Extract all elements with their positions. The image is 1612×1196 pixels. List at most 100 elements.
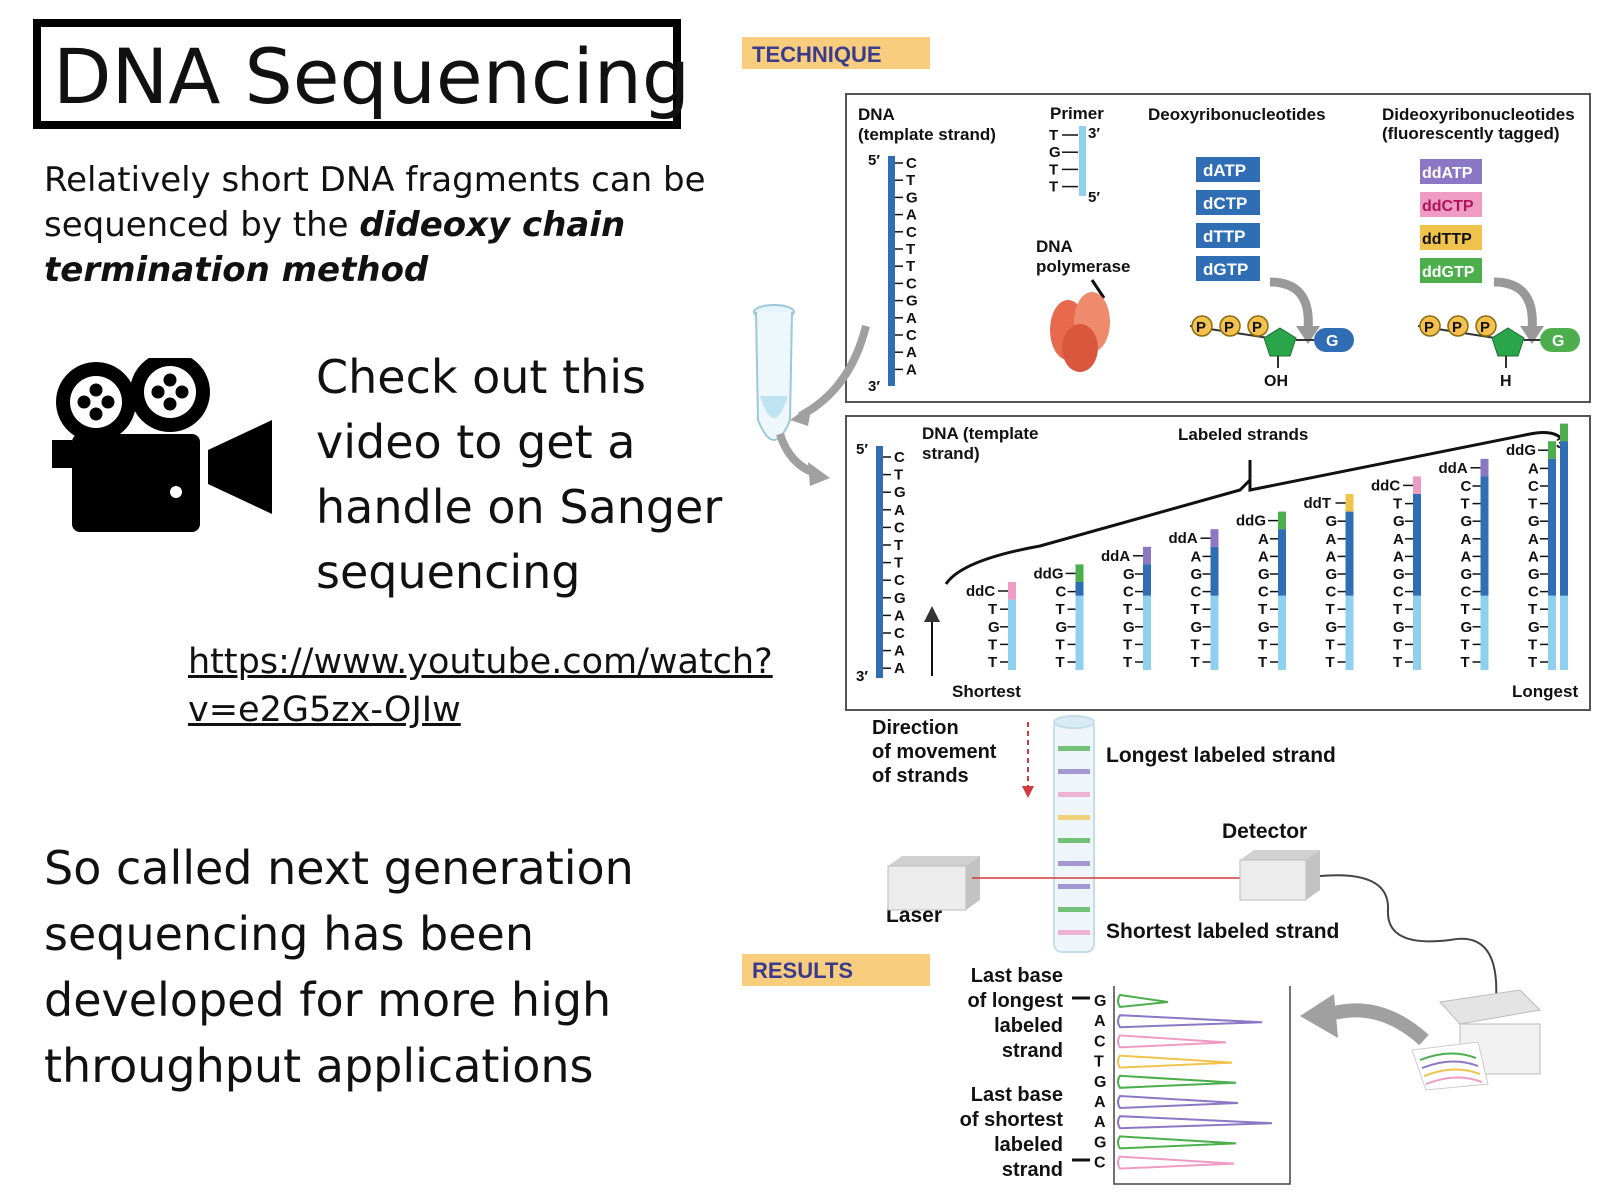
capillary-band xyxy=(1058,838,1090,843)
strand-new xyxy=(1278,529,1286,596)
dideoxy-label: ddGTP xyxy=(1422,264,1475,281)
strand-body xyxy=(1210,546,1219,670)
strand-base: T xyxy=(1461,601,1470,618)
template-base: C xyxy=(906,155,917,172)
template-strand-bar xyxy=(888,156,895,386)
phosphate-icon xyxy=(1475,315,1497,337)
shortest-base-label: strand xyxy=(1002,1159,1063,1181)
intro-emphasis: dideoxy chain termination method xyxy=(44,205,626,290)
template-base: A xyxy=(906,310,917,327)
strand-base: T xyxy=(1123,636,1132,653)
base-g-dideoxy: G xyxy=(1552,333,1564,350)
dd-label: ddC xyxy=(966,583,995,600)
phosphate-label: P xyxy=(1452,319,1462,336)
primer-base: T xyxy=(1049,161,1058,178)
strand-base: C xyxy=(1461,478,1472,495)
strand-base: A xyxy=(1393,548,1404,565)
strand-base: A xyxy=(1258,548,1269,565)
labeled-strands-label: Labeled strands xyxy=(1178,425,1308,444)
strand-base: T xyxy=(1258,654,1267,671)
strand-base: G xyxy=(1123,619,1135,636)
strand-base: G xyxy=(1258,619,1270,636)
dd-label: ddT xyxy=(1304,495,1332,512)
result-base: T xyxy=(1094,1054,1104,1071)
phosphate-icon xyxy=(1419,315,1441,337)
strand-new xyxy=(1345,511,1354,596)
strand-base: T xyxy=(1326,601,1335,618)
dideoxy-label: ddTTP xyxy=(1422,231,1472,248)
longest-base-label: labeled xyxy=(994,1015,1063,1037)
result-base: C xyxy=(1094,1033,1106,1050)
result-peak xyxy=(1117,1115,1273,1130)
phosphate-label: P xyxy=(1252,319,1262,336)
primer-base: G xyxy=(1049,144,1061,161)
phosphate-label: P xyxy=(1424,319,1434,336)
p2-template-base: T xyxy=(894,555,903,572)
template-base: C xyxy=(906,275,917,292)
p2-template-base: A xyxy=(894,607,905,624)
p2-template-base: A xyxy=(894,643,905,660)
strand-base: T xyxy=(1528,601,1537,618)
strand-base: T xyxy=(1393,636,1402,653)
p2-template-base: C xyxy=(894,449,905,466)
template-label: (template strand) xyxy=(858,125,996,144)
title-box: DNA Sequencing xyxy=(33,19,690,129)
strand-base: A xyxy=(1528,460,1539,477)
strand-base: T xyxy=(988,636,997,653)
printer-icon xyxy=(1411,989,1542,1091)
strand-base: T xyxy=(1393,654,1402,671)
strand-new xyxy=(1413,494,1421,596)
technique-label: TECHNIQUE xyxy=(752,42,882,67)
strand-base: C xyxy=(1056,584,1067,601)
polymerase-label-2: polymerase xyxy=(1036,257,1131,276)
dna-label: DNA xyxy=(858,105,895,124)
strand-base: A xyxy=(1461,531,1472,548)
strand-base: T xyxy=(1258,601,1267,618)
longest-base-label: Last base xyxy=(971,965,1063,987)
curved-arrow-icon xyxy=(1269,277,1313,331)
strand-base: G xyxy=(1191,619,1203,636)
strand-base: G xyxy=(1326,566,1338,583)
technique-band xyxy=(742,37,930,69)
dd-label: ddA xyxy=(1101,548,1130,565)
primer-five-prime: 5′ xyxy=(1088,189,1100,206)
results-band xyxy=(742,954,930,986)
oh-label: OH xyxy=(1264,373,1288,390)
strand-base: C xyxy=(1528,584,1539,601)
deoxy-box xyxy=(1196,256,1260,281)
strand-base: T xyxy=(1326,636,1335,653)
strand-base: G xyxy=(1258,566,1270,583)
strand-base: G xyxy=(1393,513,1405,530)
dideoxy-title-2: (fluorescently tagged) xyxy=(1382,124,1560,143)
capillary-band xyxy=(1058,884,1090,889)
strand-base: A xyxy=(1528,531,1539,548)
strand-body xyxy=(1075,582,1084,670)
capillary-band xyxy=(1058,907,1090,912)
deoxy-box xyxy=(1196,223,1260,248)
dideoxy-title-1: Dideoxyribonucleotides xyxy=(1382,105,1575,124)
capillary-band xyxy=(1058,861,1090,866)
result-peak xyxy=(1117,1014,1263,1029)
template-five-prime: 5′ xyxy=(868,152,880,169)
deoxy-box xyxy=(1196,190,1260,215)
result-base: A xyxy=(1094,1094,1106,1111)
h-label: H xyxy=(1500,373,1512,390)
template-base: C xyxy=(906,224,917,241)
strand-base: C xyxy=(1191,584,1202,601)
deoxy-label: dGTP xyxy=(1203,260,1248,279)
dd-tip xyxy=(1278,511,1286,530)
primer-base: T xyxy=(1049,179,1058,196)
capillary-column xyxy=(1053,715,1095,953)
result-peak xyxy=(1117,1054,1233,1069)
strand-base: G xyxy=(988,619,1000,636)
dd-tip xyxy=(1075,564,1084,582)
printer-arrow xyxy=(1328,1003,1429,1046)
strand-base: T xyxy=(1258,636,1267,653)
strands-bracket xyxy=(944,431,1568,585)
strand-new xyxy=(1560,441,1568,596)
p2-template-base: C xyxy=(894,625,905,642)
